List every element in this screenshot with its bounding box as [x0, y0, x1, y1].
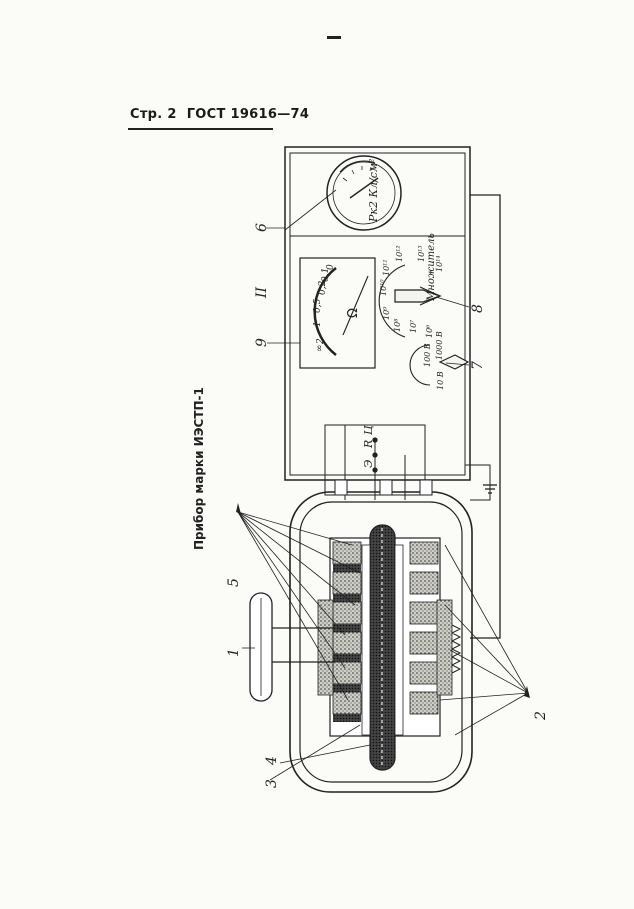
scale-05: 0,5: [313, 298, 323, 313]
handle: [249, 592, 335, 702]
wire-charge-meter: [470, 194, 501, 639]
range-10-8: 10⁸: [393, 318, 402, 332]
range-10-12: 10¹²: [395, 245, 404, 262]
header-rule: [128, 128, 273, 130]
scale-1: 1: [313, 321, 323, 327]
charge-meter: [326, 155, 402, 231]
range-10-11: 10¹¹: [382, 259, 391, 276]
callout-leaders: [237, 511, 529, 781]
range-dial-scale: 10⁶ 10⁷ 10⁸ 10⁹ 10¹⁰ 10¹¹ 10¹² 10¹³ 10¹⁴: [379, 245, 444, 338]
voltage-100: 100 В: [423, 343, 432, 367]
charge-meter-unit: Рк2 Кл/см²: [367, 159, 380, 223]
callout-9: 9: [254, 338, 270, 347]
section-roman: II: [254, 286, 270, 299]
range-10-14: 10¹⁴: [435, 255, 444, 272]
electrode-stack: [317, 524, 462, 771]
scale-2: 2: [316, 338, 326, 345]
ohmmeter-scale: ∞ 2 1 0,5 0,2 0,1 0: [313, 264, 336, 352]
test-chamber: [249, 479, 473, 793]
leader-6: [284, 189, 337, 231]
callout-2: 2: [533, 711, 549, 721]
callout-6: 6: [254, 223, 270, 232]
page-top-mark: [327, 36, 341, 39]
callout-7: 7: [470, 361, 486, 370]
page-header: Стр. 2 ГОСТ 19616—74: [130, 107, 309, 122]
callout-3: 3: [264, 779, 280, 788]
callout-2-arrowhead: [524, 686, 530, 698]
ohmmeter: [299, 257, 376, 369]
callout-numbers: 1 2 3 4 5 6 7 8 9: [226, 223, 549, 788]
terminal-labels: Ц R Э: [362, 425, 375, 468]
wiring: [324, 194, 501, 639]
range-dial: [378, 264, 442, 338]
scale-01: 0,1: [321, 268, 331, 282]
page-label: Стр. 2: [130, 107, 177, 122]
scale-02: 0,2: [318, 280, 328, 295]
scale-0: 0: [326, 264, 336, 270]
callout-4: 4: [264, 756, 280, 766]
voltage-selector: [409, 344, 470, 386]
range-10-6: 10⁶: [425, 324, 434, 338]
range-10-10: 10¹⁰: [379, 279, 388, 296]
leader-7: [445, 362, 470, 366]
voltage-scale: 10 В 100 В 1000 В: [423, 331, 445, 390]
range-10-13: 10¹³: [417, 245, 426, 262]
measuring-unit: Рк2 Кл/см² Ω ∞ 2 1 0,5 0,2 0,1 0 10⁶ 10⁷…: [266, 146, 471, 481]
terminal-r: R: [362, 440, 375, 449]
unit-outer-frame: [284, 146, 471, 481]
range-10-9: 10⁹: [382, 306, 391, 320]
scale-inf: ∞: [315, 345, 325, 353]
callout-7-arrowhead: [236, 503, 241, 514]
voltage-1000: 1000 В: [435, 331, 444, 360]
chamber-inner-shell: [299, 501, 463, 783]
range-10-7: 10⁷: [409, 319, 418, 333]
callout-5: 5: [226, 578, 242, 587]
figure-title: Прибор марки ИЭСТП-1: [192, 387, 206, 550]
ohm-symbol: Ω: [346, 308, 361, 318]
terminal-ts: Ц: [362, 425, 375, 435]
multiplier-label: Множитель: [426, 233, 437, 302]
callout-1: 1: [226, 648, 242, 657]
unit-inner-frame: [289, 152, 466, 476]
callout-8: 8: [470, 304, 486, 313]
voltage-10: 10 В: [436, 371, 445, 390]
leader-8: [435, 296, 470, 308]
terminal-e: Э: [362, 460, 375, 468]
standard-number: ГОСТ 19616—74: [186, 107, 310, 122]
